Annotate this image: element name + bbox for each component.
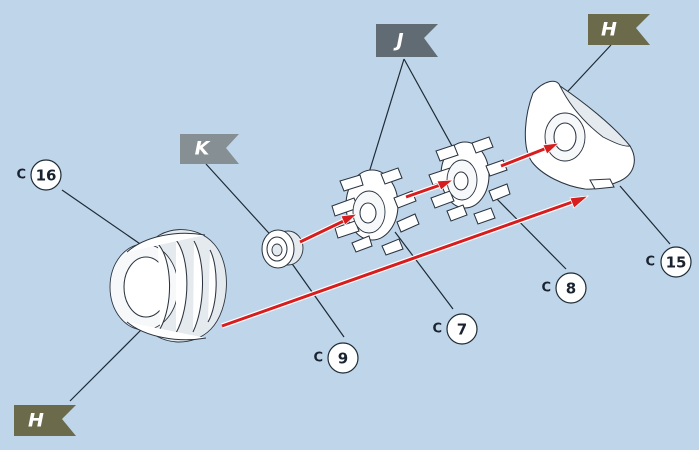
rotor-8-blade-5: [473, 207, 496, 225]
rotor-8-blade-3: [430, 190, 455, 209]
leader-line-15: [619, 185, 671, 245]
wheel-rib-1: [157, 243, 171, 330]
rotor-7-blade-6: [396, 213, 420, 233]
arrowhead-lower: [569, 195, 590, 209]
leader-line-16: [61, 189, 147, 249]
wheel-rib-2: [175, 239, 188, 334]
part-c15-housing: [524, 80, 635, 190]
rotor-8-blade-6: [488, 183, 511, 202]
rotor-8-blade-4: [446, 204, 468, 222]
flag-k: K: [180, 134, 239, 164]
callout-15-circle: [660, 246, 692, 278]
leader-line-j-left: [367, 58, 405, 177]
flag-h-bottom: H: [14, 405, 76, 436]
arrowhead-main-segment-2: [436, 179, 455, 191]
flag-j: J: [376, 24, 438, 57]
arrow-main-segment-3: [500, 144, 553, 168]
wheel-rib-3: [192, 240, 204, 333]
callout-9-prefix: C: [313, 351, 323, 366]
rotor-7-blade-5: [381, 238, 404, 256]
flag-j-shape: [376, 24, 438, 57]
callout-16-prefix: C: [16, 168, 26, 183]
rotor-8-hub-core: [453, 171, 469, 191]
callout-15-prefix: C: [645, 255, 655, 270]
callout-8: C 8: [541, 272, 587, 304]
housing-bore-inner: [553, 122, 577, 152]
rotor-7-blade-1: [339, 174, 364, 192]
part-c8-rotor: [428, 136, 511, 225]
callout-15: C 15: [645, 246, 692, 278]
arrowhead-main-segment-3: [542, 142, 561, 155]
rotor-8-blade-1: [435, 144, 459, 162]
callout-16-circle: [30, 159, 62, 191]
callout-8-prefix: C: [541, 281, 551, 296]
callout-9: C 9: [313, 342, 359, 374]
flag-h-bottom-shape: [14, 405, 76, 436]
flag-h-top-label: H: [601, 19, 617, 41]
leader-line-k: [205, 163, 278, 243]
flag-k-label: K: [195, 138, 211, 160]
callout-8-circle: [555, 272, 587, 304]
arrow-lower-shaft: [221, 198, 579, 328]
wheel-rim-bottom: [126, 321, 207, 341]
assembly-arrows: [221, 142, 590, 329]
leader-line-h-bottom: [69, 325, 146, 402]
rotor-8-blade-8: [471, 136, 494, 154]
callout-7: C 7: [432, 313, 478, 345]
callout-7-prefix: C: [432, 322, 442, 337]
leader-line-j-right: [403, 58, 453, 147]
part-c16-wheel: [109, 229, 227, 343]
leader-line-8: [492, 194, 567, 270]
housing-curved-shell: [558, 84, 631, 147]
callout-8-number: 8: [566, 280, 576, 298]
part-c9-bushing: [261, 229, 304, 269]
callout-9-number: 9: [338, 350, 348, 368]
rotor-7-blade-4: [351, 235, 373, 253]
wheel-rib-4: [207, 249, 217, 323]
callout-16: C 16: [16, 159, 62, 191]
callout-7-circle: [446, 313, 478, 345]
rotor-7-hub-core: [359, 202, 377, 224]
arrowhead-main-segment-1: [340, 213, 359, 226]
flag-h-bottom-label: H: [28, 410, 44, 432]
callout-15-number: 15: [666, 254, 687, 272]
wheel-rim-top: [126, 232, 206, 253]
flag-k-shape: [180, 134, 239, 164]
flag-h-top: H: [588, 14, 650, 45]
rotor-7-blade-3: [334, 220, 360, 239]
flag-h-top-shape: [588, 14, 650, 45]
leader-line-9: [287, 257, 345, 338]
part-c7-rotor: [331, 167, 420, 256]
leader-lines: [61, 44, 671, 402]
rotor-7-blade-8: [380, 167, 403, 185]
leader-line-7: [394, 231, 454, 310]
bushing-core: [271, 243, 283, 257]
callout-7-number: 7: [457, 321, 467, 339]
flag-j-label: J: [392, 30, 403, 52]
callout-9-circle: [327, 342, 359, 374]
housing-bottom-slot: [589, 178, 615, 190]
callout-16-number: 16: [36, 167, 57, 185]
